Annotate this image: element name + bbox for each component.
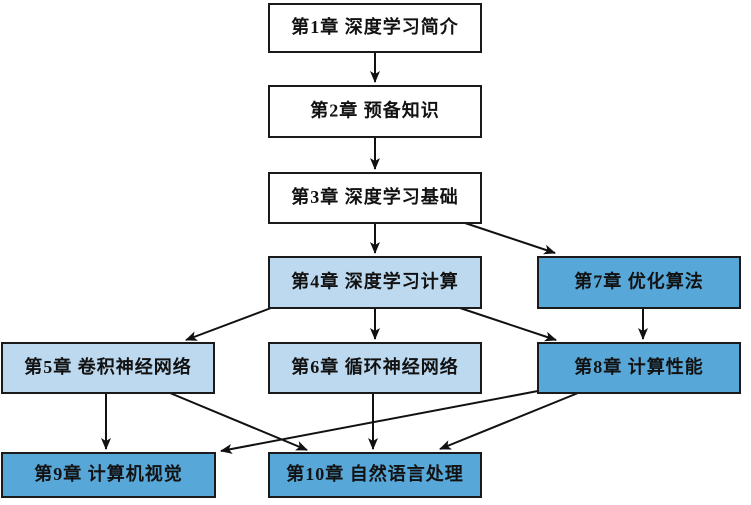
node-ch5-label: 第5章 卷积神经网络 bbox=[24, 356, 192, 377]
node-ch1-label: 第1章 深度学习简介 bbox=[291, 16, 459, 37]
edge-ch8-to-ch10-arrow bbox=[439, 392, 579, 450]
node-ch9: 第9章 计算机视觉 bbox=[1, 452, 216, 498]
edge-ch3-to-ch7-arrow bbox=[461, 221, 556, 255]
node-ch10: 第10章 自然语言处理 bbox=[268, 452, 482, 498]
node-ch3: 第3章 深度学习基础 bbox=[268, 172, 482, 224]
edges-layer bbox=[101, 52, 648, 454]
node-ch5-box bbox=[1, 342, 215, 394]
edge-ch4-to-ch5-arrow bbox=[185, 307, 272, 341]
node-ch7-box bbox=[537, 256, 741, 309]
node-ch3-box bbox=[268, 172, 482, 224]
node-ch6-label: 第6章 循环神经网络 bbox=[291, 356, 459, 377]
node-ch2: 第2章 预备知识 bbox=[268, 85, 482, 138]
node-ch9-box bbox=[1, 452, 216, 498]
edge-ch5-to-ch10-arrow bbox=[169, 392, 308, 451]
node-ch4: 第4章 深度学习计算 bbox=[268, 256, 482, 309]
node-ch10-label: 第10章 自然语言处理 bbox=[286, 463, 464, 484]
node-ch5: 第5章 卷积神经网络 bbox=[1, 342, 215, 394]
node-ch2-box bbox=[268, 85, 482, 138]
node-ch9-label: 第9章 计算机视觉 bbox=[34, 463, 183, 484]
node-ch3-label: 第3章 深度学习基础 bbox=[291, 186, 459, 207]
node-ch8-box bbox=[537, 342, 741, 394]
node-ch10-box bbox=[268, 452, 482, 498]
node-ch2-label: 第2章 预备知识 bbox=[310, 100, 440, 121]
edge-ch4-to-ch8-arrow bbox=[459, 307, 557, 342]
node-ch4-label: 第4章 深度学习计算 bbox=[291, 271, 459, 292]
node-ch8: 第8章 计算性能 bbox=[537, 342, 741, 394]
node-ch8-label: 第8章 计算性能 bbox=[574, 356, 704, 377]
edge-ch8-to-ch9-arrow bbox=[220, 390, 539, 454]
node-ch7-label: 第7章 优化算法 bbox=[574, 271, 704, 292]
node-ch4-box bbox=[268, 256, 482, 309]
node-ch1: 第1章 深度学习简介 bbox=[268, 3, 482, 53]
node-ch7: 第7章 优化算法 bbox=[537, 256, 741, 309]
node-ch1-box bbox=[268, 3, 482, 53]
node-ch6-box bbox=[268, 342, 482, 394]
node-ch6: 第6章 循环神经网络 bbox=[268, 342, 482, 394]
